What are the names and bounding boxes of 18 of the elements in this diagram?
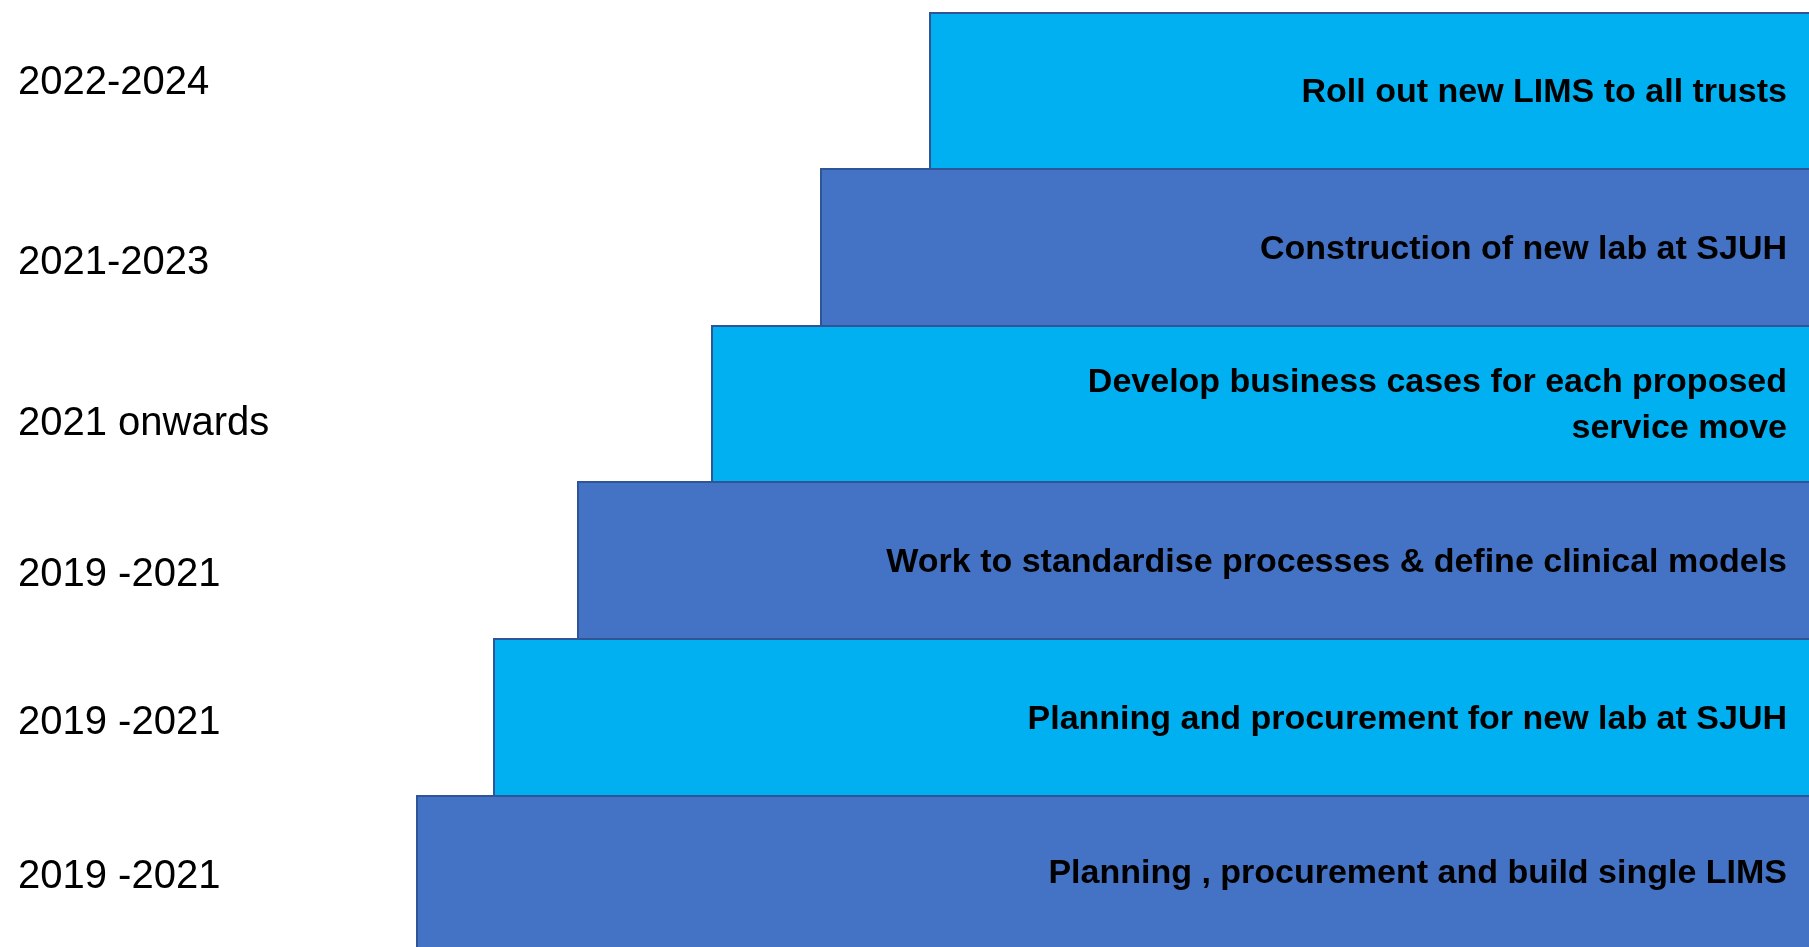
step-bar — [820, 168, 1809, 327]
step-bar — [711, 325, 1809, 483]
date-range-label: 2022-2024 — [18, 57, 210, 103]
step-label: Planning and procurement for new lab at SJUH — [1027, 696, 1787, 738]
step-bar — [416, 795, 1809, 947]
date-range-label: 2019 -2021 — [18, 697, 221, 743]
date-range-label: 2021 onwards — [18, 398, 270, 444]
step-label: Develop business cases for each proposed service move — [1086, 360, 1787, 447]
date-range-label: 2021-2023 — [18, 237, 210, 283]
date-range-label: 2019 -2021 — [18, 851, 221, 897]
step-label: Work to standardise processes & define clinical models — [886, 539, 1787, 581]
step-label: Planning , procurement and build single LIMS — [1048, 851, 1787, 893]
step-bar — [577, 481, 1809, 640]
step-label: Construction of new lab at SJUH — [1259, 226, 1787, 268]
step-label: Roll out new LIMS to all trusts — [1301, 70, 1787, 112]
date-range-label: 2019 -2021 — [18, 549, 221, 595]
step-bar — [493, 638, 1809, 797]
step-bar — [929, 12, 1809, 170]
